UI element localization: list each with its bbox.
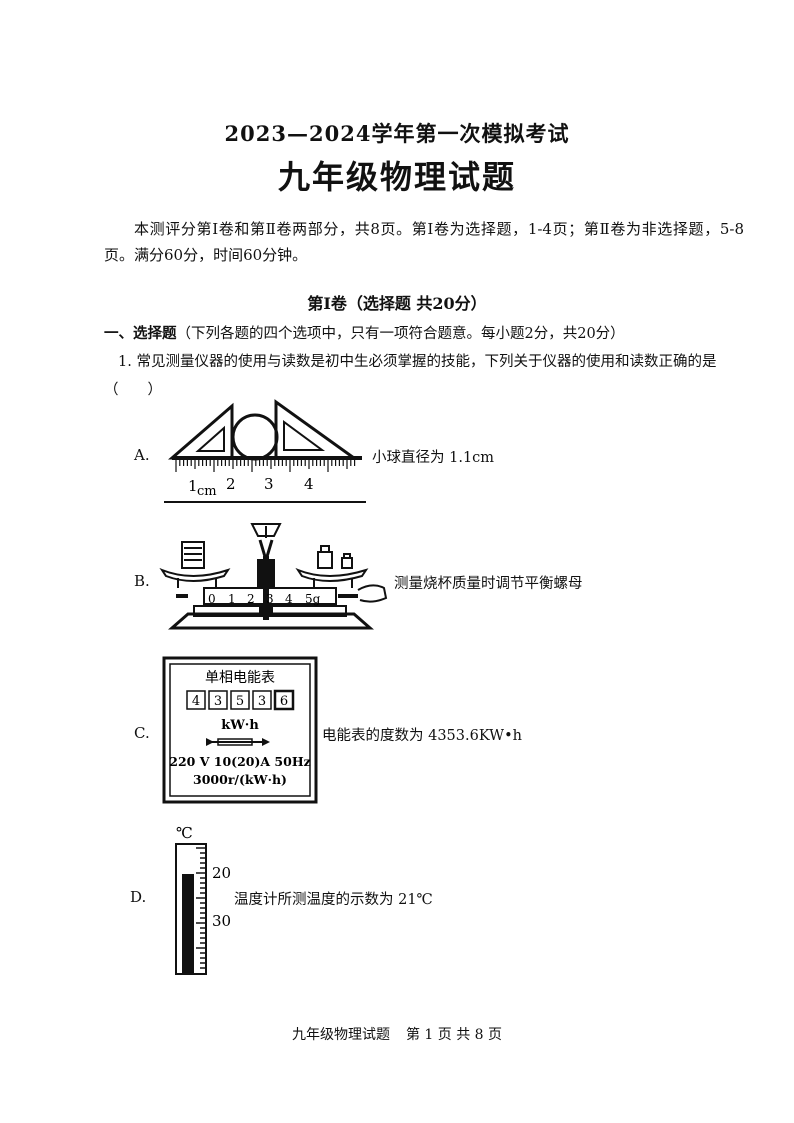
meter-unit: kW·h [221,718,259,733]
footer-subject: 九年级物理试题 [291,1027,390,1043]
ruler-tick-label-4: 4 [304,475,314,493]
ruler-unit-label: cm [197,484,217,499]
balance-scale-2: 2 [247,592,255,606]
ruler-tick-label-3: 3 [264,475,274,493]
balance-scale-1: 1 [228,592,236,606]
balance-scale-5g: 5g [305,592,321,606]
balance-figure: 0 1 2 3 4 5g [159,523,388,630]
ball [231,413,279,461]
thermometer-label-20: 20 [212,864,231,882]
meter-arrow-icon [206,738,270,746]
thermometer-unit: ℃ [176,824,193,842]
question-1-stem: 1. 常见测量仪器的使用与读数是初中生必须掌握的技能，下列关于仪器的使用和读数正… [104,354,717,398]
ruler-ticks [175,460,356,472]
balance-scale-4: 4 [285,592,293,606]
option-a-label[interactable]: A. [134,446,150,464]
option-b-label[interactable]: B. [134,572,150,590]
section-heading: 一、选择题（下列各题的四个选项中，只有一项符合题意。每小题2分，共20分） [104,322,764,343]
meter-digit-4: 3 [258,694,266,709]
right-triangle [274,399,359,460]
part-one-title: 第Ⅰ卷（选择题 共20分） [307,294,487,313]
meter-spec-1: 220 V 10(20)A 50Hz [169,754,310,769]
thermometer-ticks [196,847,206,969]
section-label: 一、选择题 [104,325,177,342]
option-d-text: 温度计所测温度的示数为 21℃ [234,892,433,908]
option-c-label[interactable]: C. [134,724,150,742]
ruler-tick-label-2: 2 [226,475,236,493]
balance-scale-0: 0 [208,592,216,606]
thermometer-label-30: 30 [212,912,231,930]
option-d-label[interactable]: D. [130,888,147,906]
section-note: （下列各题的四个选项中，只有一项符合题意。每小题2分，共20分） [176,326,625,342]
option-b-text: 测量烧杯质量时调节平衡螺母 [394,576,583,592]
thermometer-figure: ℃ 20 30 [175,824,231,975]
meter-spec-2: 3000r/(kW·h) [193,772,287,787]
subject-title: 九年级物理试题 [277,158,516,196]
option-c-text: 电能表的度数为 4353.6KW•h [322,728,522,744]
electric-meter-figure: 单相电能表 4 3 5 3 6 kW·h 220 V 10(20)A 50Hz … [162,656,318,804]
meter-digit-2: 3 [214,694,222,709]
meter-digit-3: 5 [236,694,244,709]
exam-instructions: 本测评分第Ⅰ卷和第Ⅱ卷两部分，共8页。第Ⅰ卷为选择题，1-4页；第Ⅱ卷为非选择题… [104,220,744,264]
meter-digit-5: 6 [280,694,288,709]
option-a-text: 小球直径为 1.1cm [372,450,495,466]
exam-title: 2023—2024学年第一次模拟考试 [224,121,570,146]
left-triangle [167,402,234,460]
page-footer: 九年级物理试题第 1 页 共 8 页 [0,1024,794,1044]
ruler-triangles-figure: 1 cm 2 3 4 [164,399,366,503]
balance-scale-3: 3 [266,592,274,606]
footer-page-number: 第 1 页 共 8 页 [405,1027,503,1043]
ruler-tick-label-1: 1 [188,477,198,495]
meter-title: 单相电能表 [205,670,275,686]
meter-digit-1: 4 [192,694,200,709]
